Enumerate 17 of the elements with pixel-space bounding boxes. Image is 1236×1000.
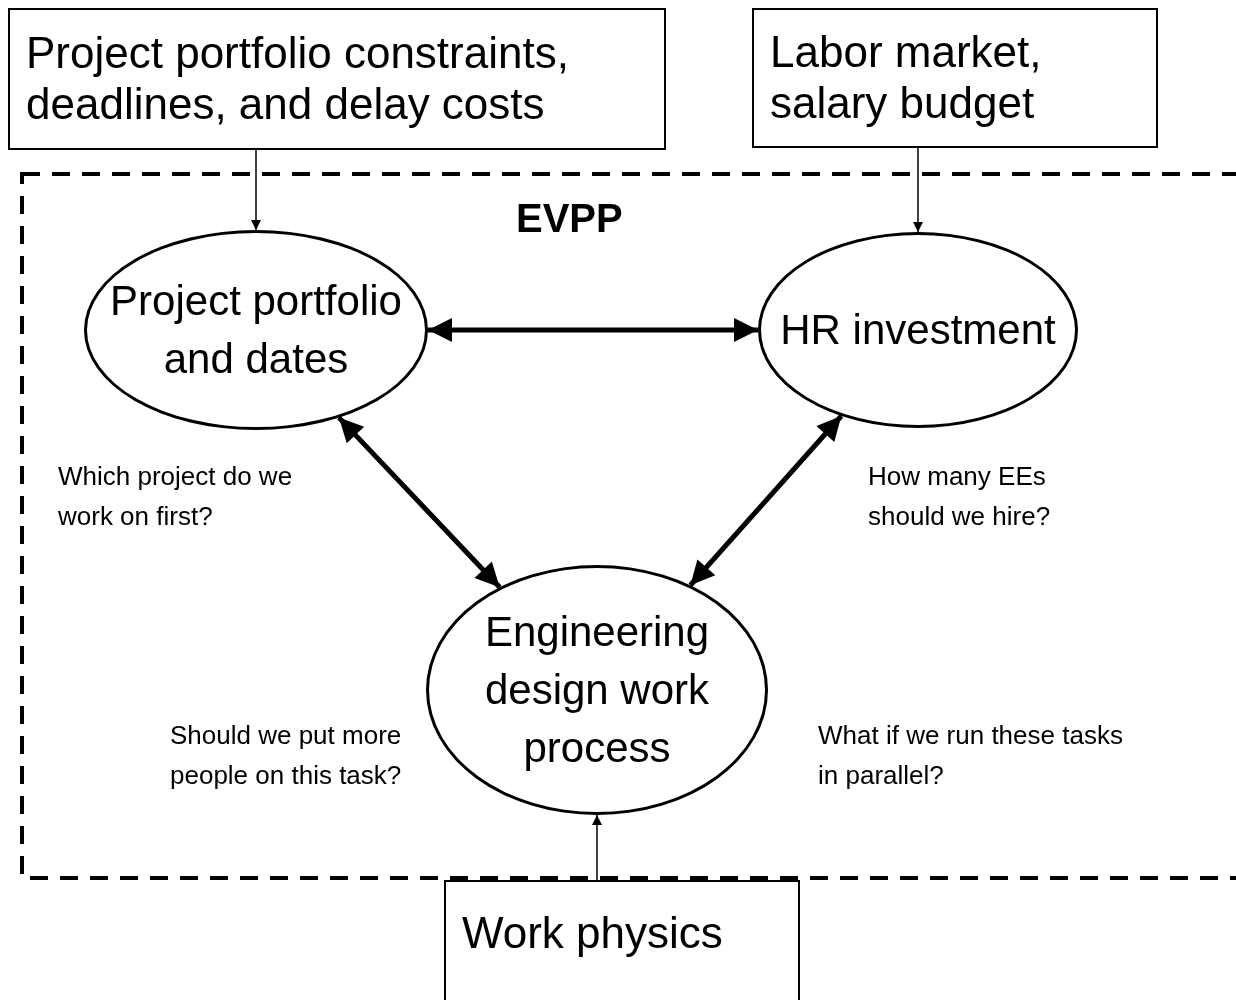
process-ellipse: Project portfolio and dates (84, 230, 428, 430)
process-ellipse: HR investment (758, 232, 1078, 428)
arrow (337, 415, 502, 589)
process-ellipse: Engineering design work process (426, 565, 768, 815)
input-box: Work physics (444, 880, 800, 1000)
region-title: EVPP (516, 198, 623, 238)
arrow (688, 414, 844, 587)
question-text: How many EEs should we hire? (868, 460, 1052, 533)
question-text: What if we run these tasks in parallel? (818, 719, 1124, 792)
arrow (913, 147, 923, 233)
input-box: Project portfolio constraints, deadlines, and delay costs (8, 8, 666, 150)
question-text: Which project do we work on first? (58, 460, 294, 533)
arrow (251, 149, 261, 231)
input-box: Labor market, salary budget (752, 8, 1158, 148)
arrow (592, 814, 602, 881)
arrow (428, 318, 758, 342)
question-text: Should we put more people on this task? (170, 719, 403, 792)
